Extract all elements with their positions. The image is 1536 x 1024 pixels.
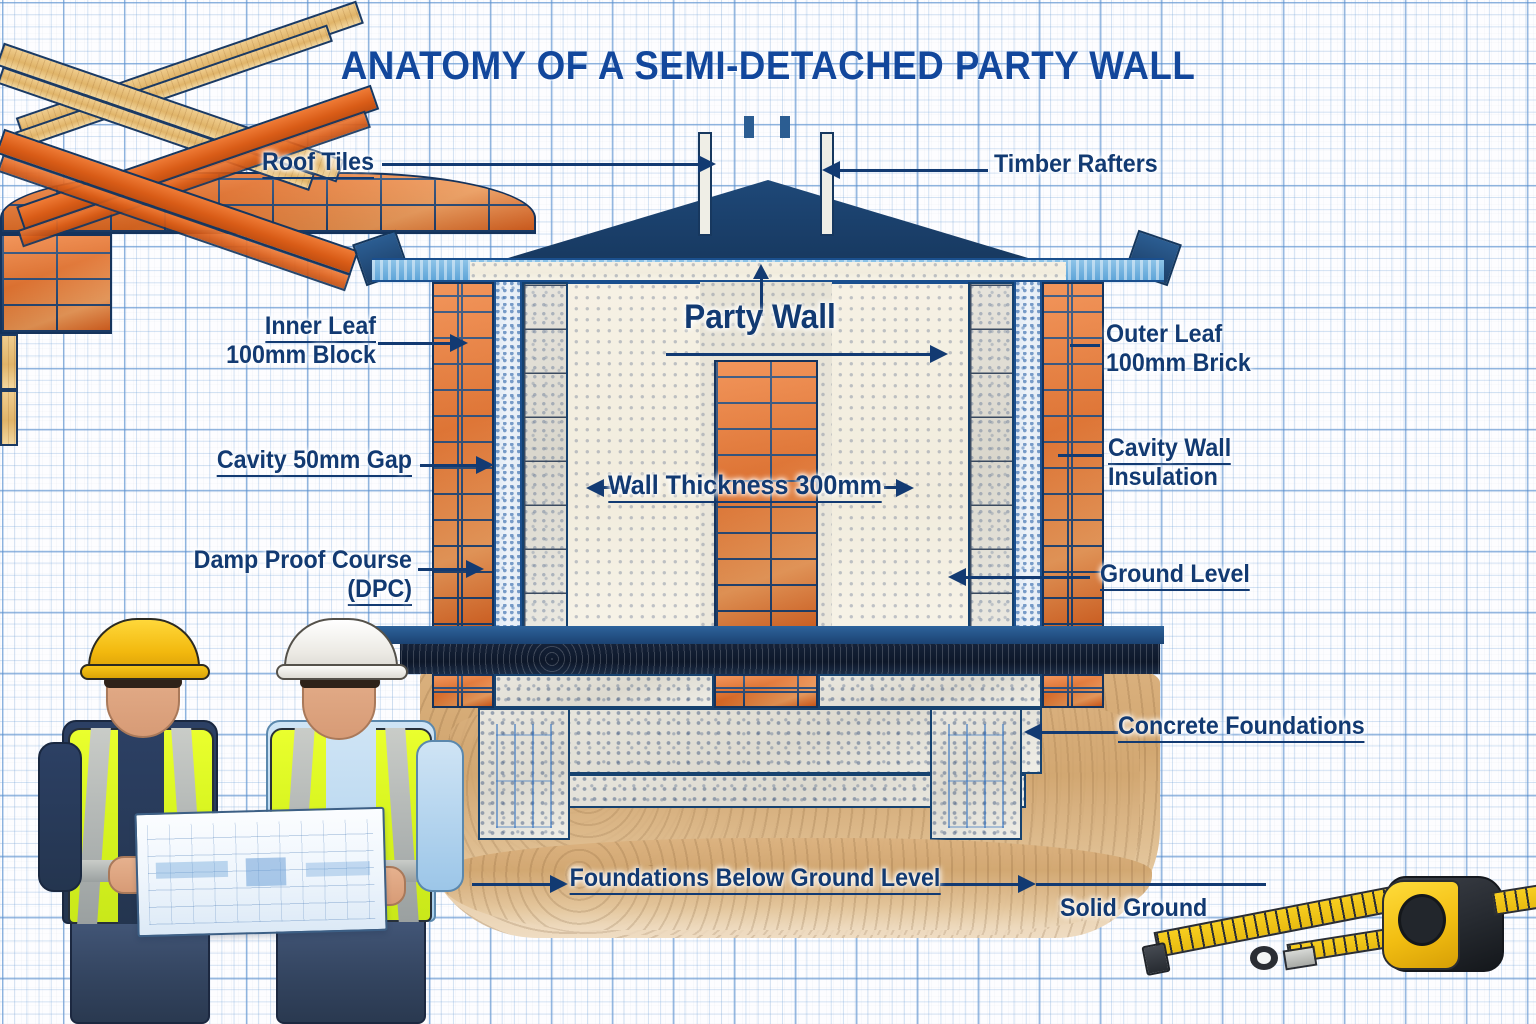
damp-proof-course-band	[400, 644, 1160, 674]
chimney-flashing-right	[820, 132, 834, 236]
blueprint-elevation-block	[245, 857, 287, 887]
foundation-blockwork-upper	[494, 674, 714, 708]
label-party-wall: Party Wall	[684, 298, 836, 336]
label-timber-rafters: Timber Rafters	[994, 150, 1158, 178]
blueprint-section-band	[305, 861, 371, 877]
below-ground-brick-right	[1042, 674, 1104, 708]
tape-measure-blade-right	[1490, 873, 1536, 916]
ridge-cap-right	[780, 116, 790, 138]
tape-measure-case-hub	[1398, 894, 1446, 946]
label-outer-leaf: Outer Leaf 100mm Brick	[1106, 320, 1251, 377]
label-roof-tiles: Roof Tiles	[123, 148, 374, 179]
below-ground-brick-center	[714, 674, 818, 708]
inner-leaf-block-right	[968, 282, 1014, 640]
blueprint-plan-band	[155, 860, 229, 879]
worker-left-hard-hat-brim	[80, 664, 210, 680]
worker-left-arm-far	[38, 742, 82, 892]
worker-right-hard-hat-brim	[276, 664, 408, 680]
chimney-flashing-left	[698, 132, 712, 236]
cavity-insulation-right	[1014, 282, 1042, 640]
page-title: ANATOMY OF A SEMI-DETACHED PARTY WALL	[340, 44, 1196, 88]
label-wall-thickness: Wall Thickness 300mm	[592, 470, 899, 503]
ridge-cap-left	[744, 116, 754, 138]
below-ground-brick-left	[432, 674, 494, 708]
outer-leaf-brick-right	[1042, 282, 1104, 640]
label-cavity-insulation: Cavity Wall Insulation	[1108, 434, 1232, 491]
blueprint-sheet	[134, 806, 388, 938]
label-damp-proof-course: Damp Proof Course (DPC)	[94, 546, 412, 606]
label-ground-level: Ground Level	[1100, 560, 1250, 591]
tape-measure-blade-hook	[1282, 945, 1318, 971]
tape-measure-group	[1110, 856, 1536, 1024]
construction-workers-group	[30, 612, 470, 1024]
label-solid-ground: Solid Ground	[1060, 894, 1208, 922]
label-concrete-foundations: Concrete Foundations	[1118, 712, 1365, 743]
cavity-insulation-left	[494, 282, 522, 640]
inner-leaf-block-left	[522, 282, 568, 640]
label-cavity-gap: Cavity 50mm Gap	[131, 446, 412, 477]
foundation-blockwork-upper-right	[818, 674, 1042, 708]
rebar-marks-left	[496, 724, 552, 828]
floor-slab-band	[372, 626, 1164, 644]
purlin-post-left	[0, 334, 18, 390]
label-inner-leaf: Inner Leaf 100mm Block	[226, 312, 376, 369]
tape-measure-blade-eyelet-hole	[1257, 952, 1271, 964]
label-foundations-below-ground: Foundations Below Ground Level	[569, 864, 941, 895]
worker-right-arm-far	[416, 740, 464, 892]
purlin-post-right	[0, 390, 18, 446]
party-wall-brick-pier	[714, 360, 818, 640]
rebar-marks-right	[948, 724, 1004, 828]
party-wall-chimney-stack	[0, 234, 112, 334]
